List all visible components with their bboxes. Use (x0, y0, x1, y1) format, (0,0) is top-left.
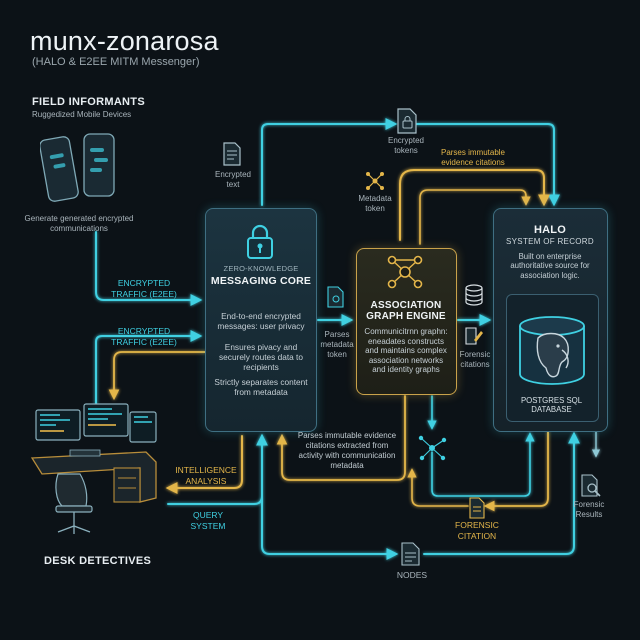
arrow-halo-to-citation (483, 431, 549, 512)
arrow-assoc-to-core-gold (276, 395, 406, 481)
arrow-intel-analysis (165, 435, 243, 494)
page-title: munx-zonarosa (30, 26, 219, 56)
nodes-document-icon (401, 542, 420, 566)
label-encrypted-tokens: Encrypted tokens (387, 136, 425, 155)
label-parses-immutable-top: Parses immutable evidence citations (440, 148, 506, 167)
graph-cluster-icon (418, 435, 447, 461)
postgres-label: POSTGRES SQL DATABASE (520, 396, 583, 415)
arrow-citation-to-assoc (407, 468, 469, 507)
label-forensic-citation: FORENSIC CITATION (455, 520, 499, 541)
core-desc-3: Strictly separates content from metadata (214, 377, 308, 397)
arrow-nodes-to-halo (423, 431, 580, 555)
label-nodes: NODES (396, 570, 428, 580)
field-informants-subtitle: Ruggedized Mobile Devices (32, 110, 132, 119)
smartphone-icon (40, 133, 115, 202)
core-desc-2: Ensures pivacy and securely routes data … (219, 342, 303, 372)
label-forensic-citations: Forensic citations (459, 350, 491, 369)
desk-detectives-title: DESK DETECTIVES (44, 555, 152, 567)
field-informants-title: FIELD INFORMANTS (32, 96, 145, 108)
label-encrypted-traffic-2: ENCRYPTED TRAFFIC (E2EE) (111, 326, 177, 347)
arrow-core-to-nodes (261, 435, 399, 560)
core-label-top: ZERO-KNOWLEDGE (223, 264, 299, 273)
metadata-node-icon (366, 172, 384, 190)
document-icon (223, 142, 241, 166)
label-parses-metadata-token: Parses metadata token (320, 330, 354, 359)
label-query-system: QUERY SYSTEM (190, 510, 226, 531)
arrow-core-to-desk-gold (108, 351, 206, 401)
label-parses-immutable-bottom: Parses immutable evidence citations extr… (297, 431, 397, 470)
label-encrypted-traffic-1: ENCRYPTED TRAFFIC (E2EE) (111, 278, 177, 299)
magnifier-document-icon (581, 474, 601, 497)
label-metadata-token: Metadata token (358, 194, 392, 213)
arrow-phones-down (95, 231, 203, 306)
document-gear-icon (327, 286, 344, 308)
document-lock-icon (397, 108, 417, 134)
graph-node-icon (387, 255, 423, 289)
halo-subtitle: SYSTEM OF RECORD (506, 237, 594, 246)
core-label-main: MESSAGING CORE (210, 275, 312, 287)
association-desc: Communicitrnn graphn: eneadates construc… (364, 327, 448, 375)
arrow-tokens-to-halo (414, 123, 560, 207)
arrow-graph-to-halo (431, 432, 535, 497)
desk-workstation-icon (30, 403, 157, 534)
arrow-core-to-tokens (261, 118, 398, 206)
database-icon (465, 284, 483, 306)
lock-icon (247, 224, 273, 259)
arrow-gold-top-inner (419, 189, 531, 245)
postgres-elephant-icon (519, 316, 585, 385)
core-desc-1: End-to-end encrypted messages: user priv… (217, 311, 305, 331)
halo-desc: Built on enterprise authoritative source… (510, 252, 590, 280)
citation-document-icon (469, 497, 485, 519)
association-title: ASSOCIATION GRAPH ENGINE (366, 300, 446, 322)
halo-title: HALO (534, 224, 566, 236)
field-informants-caption: Generate generated encrypted communicati… (24, 214, 134, 233)
edit-document-icon (465, 327, 483, 345)
arrow-gold-top-to-halo (399, 169, 550, 241)
label-encrypted-text: Encrypted text (214, 170, 252, 189)
label-intelligence-analysis: INTELLIGENCE ANALYSIS (175, 465, 237, 486)
arrow-desk-up-traffic (95, 330, 203, 431)
page-subtitle: (HALO & E2EE MITM Messenger) (32, 56, 200, 68)
label-forensic-results: Forensic Results (573, 500, 605, 519)
